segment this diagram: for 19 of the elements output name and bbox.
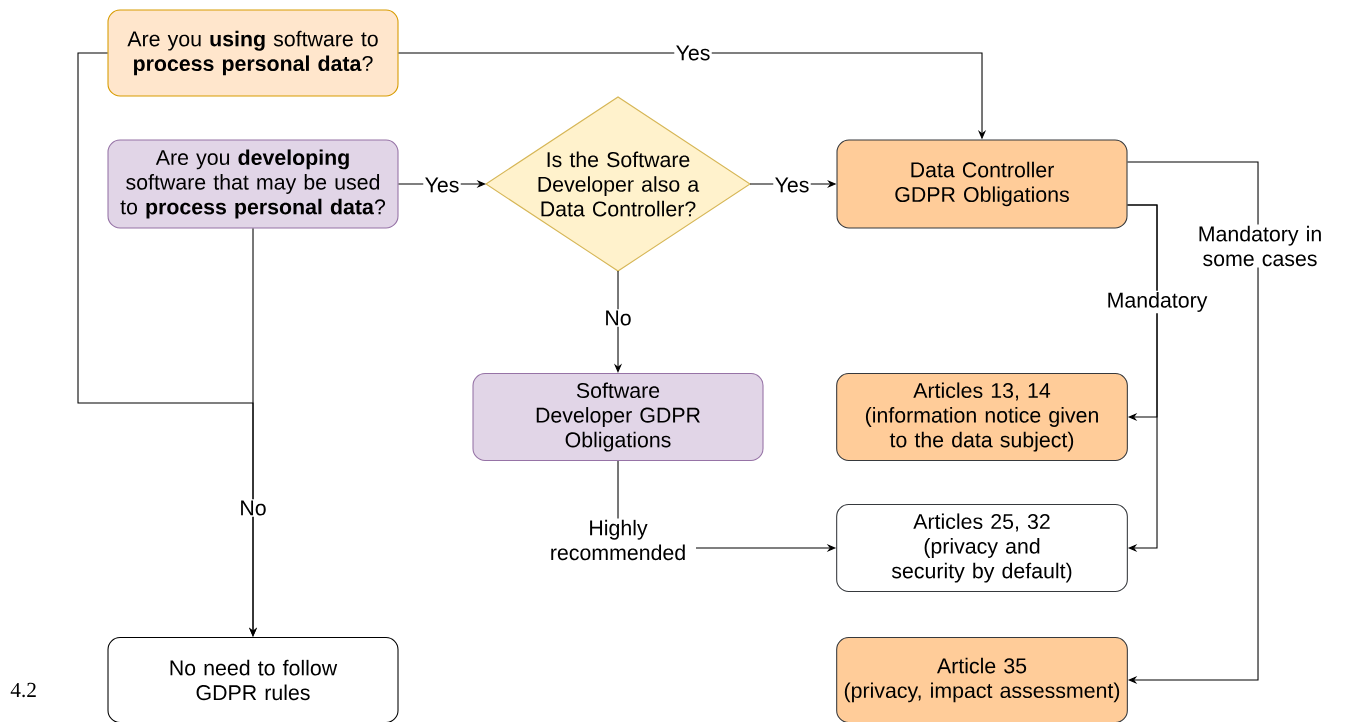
article-box: Articles 25, 32 (privacy and security by default) xyxy=(836,503,1128,593)
edge-label: Yes xyxy=(773,176,811,194)
arrow xyxy=(1127,161,1259,685)
edge-label: Highly recommended xyxy=(540,518,696,562)
edge-label: Mandatory xyxy=(1105,290,1209,314)
obligation-box: Data Controller GDPR Obligations xyxy=(836,139,1128,229)
outcome-box: No need to follow GDPR rules xyxy=(107,636,399,722)
edge-label: No xyxy=(603,309,633,327)
question-box: Are you developing software that may be used to process personal data? xyxy=(107,139,399,229)
obligation-box: Software Developer GDPR Obligations xyxy=(472,372,764,462)
article-box: Articles 13, 14 (information notice given to the data subject) xyxy=(836,372,1128,462)
edge-label: Yes xyxy=(674,44,712,62)
edge-label: No xyxy=(238,499,268,517)
figure-number: 4.2 xyxy=(10,682,36,698)
edge-label: Yes xyxy=(423,176,461,194)
question-box: Are you using software to process personal data? xyxy=(107,9,399,97)
arrow xyxy=(1127,204,1158,553)
edge-label: Mandatory in some cases xyxy=(1182,224,1338,268)
article-box: Article 35 (privacy, impact assessment) xyxy=(836,636,1128,722)
